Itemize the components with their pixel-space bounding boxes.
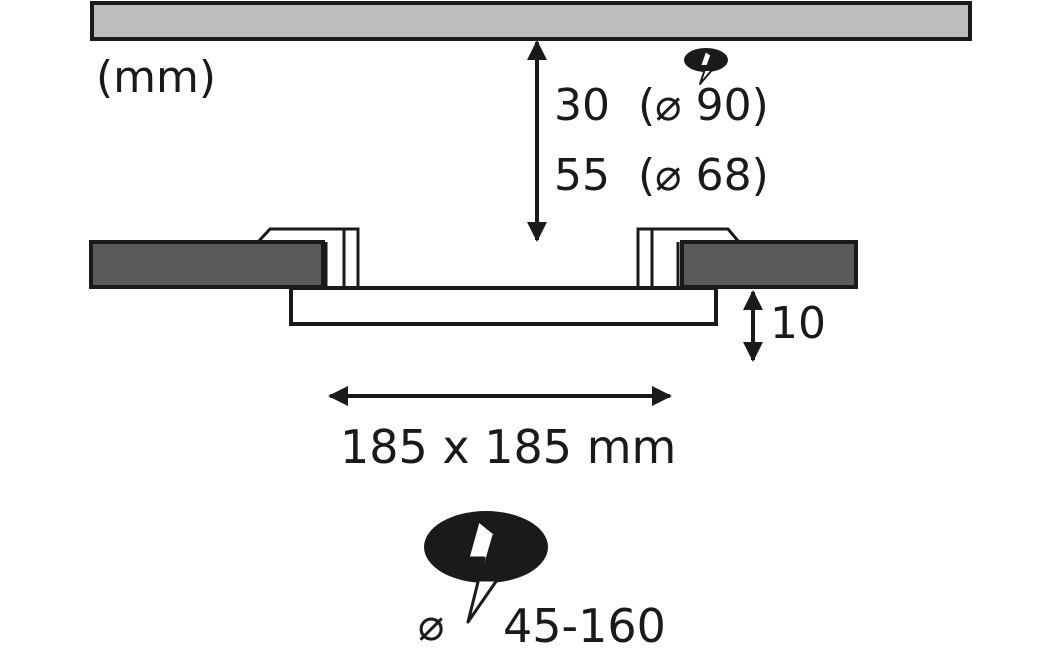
panel-height-label: 10 (770, 298, 826, 349)
ceiling-board-left (89, 240, 325, 289)
cutout-diameter-symbol: ⌀ (418, 600, 445, 651)
ceiling-slab (90, 1, 972, 41)
clearance-2-value: 55 (554, 150, 610, 201)
small-cable-icon (684, 48, 728, 85)
cutout-range-label: 45-160 (503, 599, 666, 653)
ceiling-board-right (680, 240, 858, 289)
led-panel-body (289, 286, 718, 326)
spring-clip-left (256, 227, 360, 288)
spring-clip-right (636, 227, 741, 288)
clearance-2-hole: (⌀ 68) (638, 150, 769, 201)
clearance-1-hole: (⌀ 90) (638, 80, 769, 131)
unit-label: (mm) (96, 52, 216, 103)
panel-size-label: 185 x 185 mm (340, 420, 676, 474)
clearance-1-value: 30 (554, 80, 610, 131)
cutout-drill-icon (424, 511, 548, 624)
